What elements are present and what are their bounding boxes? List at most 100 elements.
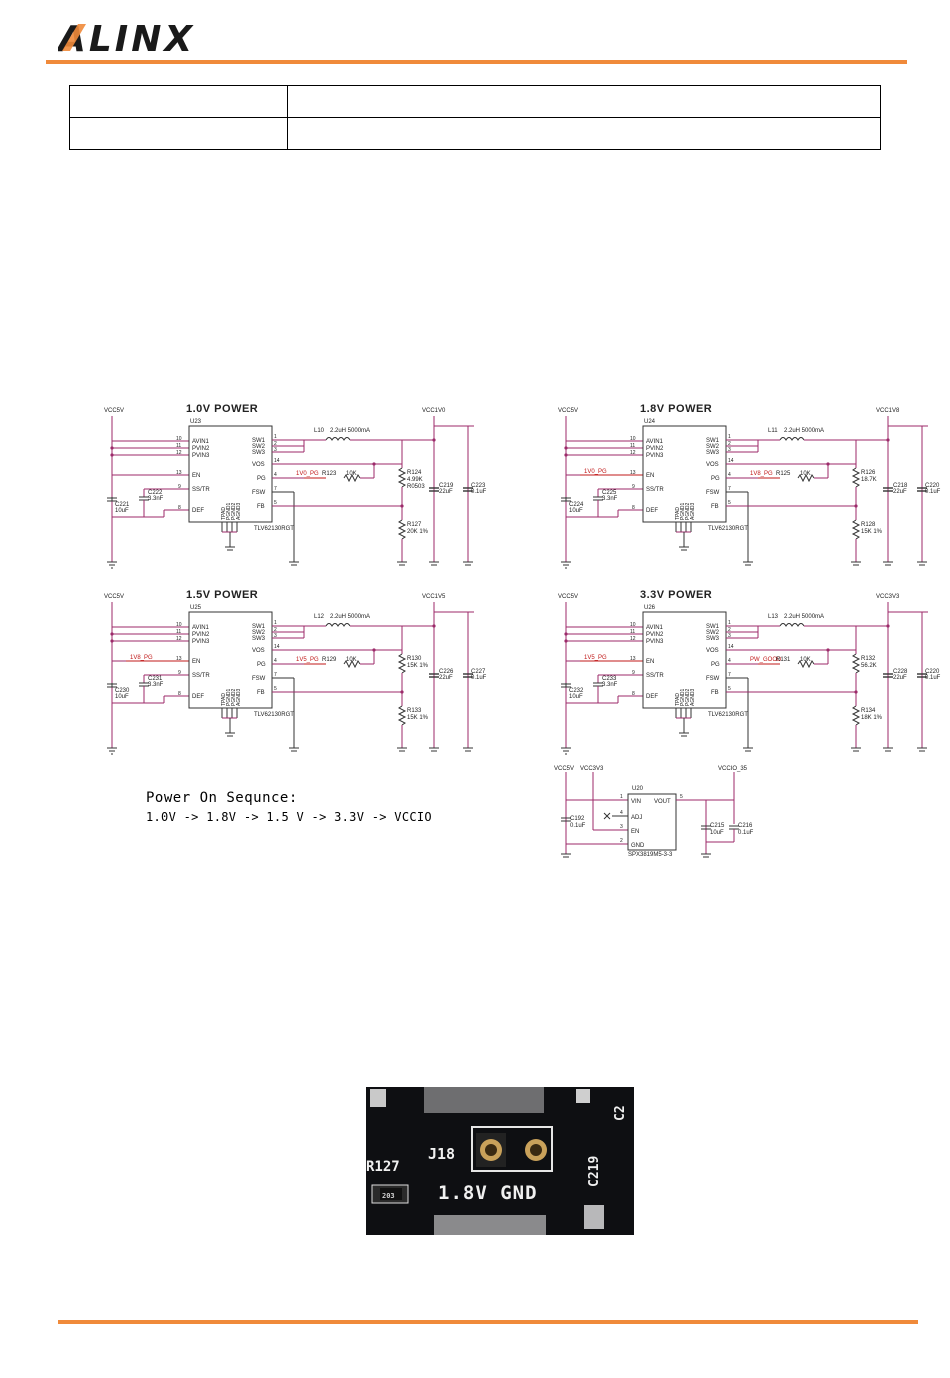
label-pgresv: 10K xyxy=(800,657,811,663)
label-ref: U23 xyxy=(190,419,202,425)
schematic-wire xyxy=(854,504,858,508)
label-pgnet: 1V5_PG xyxy=(296,657,319,663)
label-pin-sw2: SW2 xyxy=(252,444,266,450)
label-pin-def: DEF xyxy=(192,508,204,514)
label-rtopv: 4.99K xyxy=(407,477,423,483)
ldo-pin-adj: ADJ xyxy=(631,815,642,821)
label-pin-sw1: SW1 xyxy=(706,438,720,444)
schematic-wire xyxy=(854,690,858,694)
label-pin-fb: FB xyxy=(257,690,265,696)
label-rtop: R132 xyxy=(861,656,876,662)
label-pgnet: 1V0_PG xyxy=(296,471,319,477)
label-pin-fsw: FSW xyxy=(252,490,266,496)
label-pin-en: EN xyxy=(192,473,200,479)
label-n12: 12 xyxy=(176,636,182,642)
label-c1v: 22uF xyxy=(439,489,453,495)
label-n2: 2 xyxy=(728,441,731,447)
schematic-wire xyxy=(564,453,568,457)
label-rtopv: 15K 1% xyxy=(407,663,429,669)
label-cinv: 10uF xyxy=(115,508,129,514)
label-n4: 4 xyxy=(274,472,277,478)
schematic-wire xyxy=(400,690,404,694)
ldo-pin-num: 3 xyxy=(620,824,623,830)
label-lref: L10 xyxy=(314,428,325,434)
label-n14: 14 xyxy=(274,458,280,464)
label-n11: 11 xyxy=(176,629,181,635)
label-c1v: 22uF xyxy=(893,675,907,681)
label-n2: 2 xyxy=(728,627,731,633)
regulator-diagram: VCC5V VCC1V0 1.0V POWER U23 AVIN1 PVIN2 … xyxy=(104,403,487,569)
label-pin-sw2: SW2 xyxy=(706,444,720,450)
label-supply: VCC5V xyxy=(104,594,124,600)
schematic-wire xyxy=(797,659,815,669)
label-n2: 2 xyxy=(274,441,277,447)
logo-accent-icon xyxy=(62,24,86,51)
table-cell xyxy=(287,117,881,150)
label-pgnd1: PGND1 xyxy=(680,689,686,706)
label-pgnet: 1V8_PG xyxy=(750,471,773,477)
label-part: TLV62130RGT xyxy=(708,712,748,718)
label-pgnd1: PGND1 xyxy=(226,503,232,520)
ldo-part: SPX3819M5-3-3 xyxy=(628,852,673,858)
schematic-3v3-power: VCC5V VCC3V3 3.3V POWER U26 AVIN1 PVIN2 … xyxy=(558,588,950,763)
schematic-wire xyxy=(188,425,273,523)
label-title: 1.8V POWER xyxy=(640,403,712,415)
label-n4: 4 xyxy=(728,658,731,664)
label-n13: 13 xyxy=(630,656,636,662)
label-pin-sw1: SW1 xyxy=(252,624,266,630)
label-c1: C218 xyxy=(893,483,908,489)
label-n2: 2 xyxy=(274,627,277,633)
label-pin-avin1: AVIN1 xyxy=(646,439,664,445)
label-pgres: R125 xyxy=(776,471,791,477)
regulator-diagram: VCC5V VCC1V5 1.5V POWER U25 AVIN1 PVIN2 … xyxy=(104,589,487,755)
schematic-wire xyxy=(851,705,861,726)
label-pin-sw2: SW2 xyxy=(706,630,720,636)
table-cell xyxy=(69,85,288,118)
label-pin-sw3: SW3 xyxy=(706,636,720,642)
label-supply: VCC5V xyxy=(558,408,578,414)
label-rbot: R134 xyxy=(861,708,876,714)
label-n12: 12 xyxy=(630,450,636,456)
label-part: TLV62130RGT xyxy=(708,526,748,532)
label-cssv: 3.3nF xyxy=(602,682,618,688)
schematic-wire xyxy=(432,438,436,442)
label-pin-fsw: FSW xyxy=(252,676,266,682)
label-c2v: 0.1uF xyxy=(925,675,941,681)
label-pin-def: DEF xyxy=(192,694,204,700)
label-cssv: 3.3nF xyxy=(148,682,164,688)
label-n12: 12 xyxy=(176,450,182,456)
label-n8: 8 xyxy=(632,691,635,697)
ldo-ref: U20 xyxy=(632,786,644,792)
ldo-pin-vin: VIN xyxy=(631,799,641,805)
schematic-wire xyxy=(642,611,727,709)
label-rbotv: 20K 1% xyxy=(407,529,429,535)
label-pin-sstr: SS/TR xyxy=(192,673,210,679)
schematic-wire xyxy=(110,453,114,457)
label-pgresv: 10K xyxy=(800,471,811,477)
label-n11: 11 xyxy=(176,443,181,449)
label-cin: C221 xyxy=(115,502,130,508)
schematic-wire xyxy=(397,705,407,726)
label-rtopx: R0503 xyxy=(407,484,425,490)
label-lref: L13 xyxy=(768,614,779,620)
label-tpad: TPAD xyxy=(675,693,681,706)
table-row xyxy=(69,85,881,118)
label-rail: VCC1V8 xyxy=(876,408,900,414)
label-rbot: R127 xyxy=(407,522,422,528)
label-pin-fb: FB xyxy=(257,504,265,510)
label-agnd3: AGND3 xyxy=(236,503,242,520)
label-pin-fsw: FSW xyxy=(706,490,720,496)
label-ref: U26 xyxy=(644,605,656,611)
ldo-pin-num: 1 xyxy=(620,794,623,800)
silk-connector-ref: J18 xyxy=(428,1145,455,1163)
label-pin-sw2: SW2 xyxy=(252,630,266,636)
power-sequence-note: Power On Sequnce: 1.0V -> 1.8V -> 1.5 V … xyxy=(146,788,432,826)
label-pin-avin1: AVIN1 xyxy=(192,625,210,631)
schematic-wire xyxy=(110,446,114,450)
label-pgnd2: PGND2 xyxy=(231,689,237,706)
ldo-cout2-ref: C216 xyxy=(738,823,753,829)
label-pin-pg: PG xyxy=(711,662,720,668)
label-rbotv: 15K 1% xyxy=(407,715,429,721)
label-n4: 4 xyxy=(274,658,277,664)
alinx-logo: ALINX xyxy=(58,19,192,58)
